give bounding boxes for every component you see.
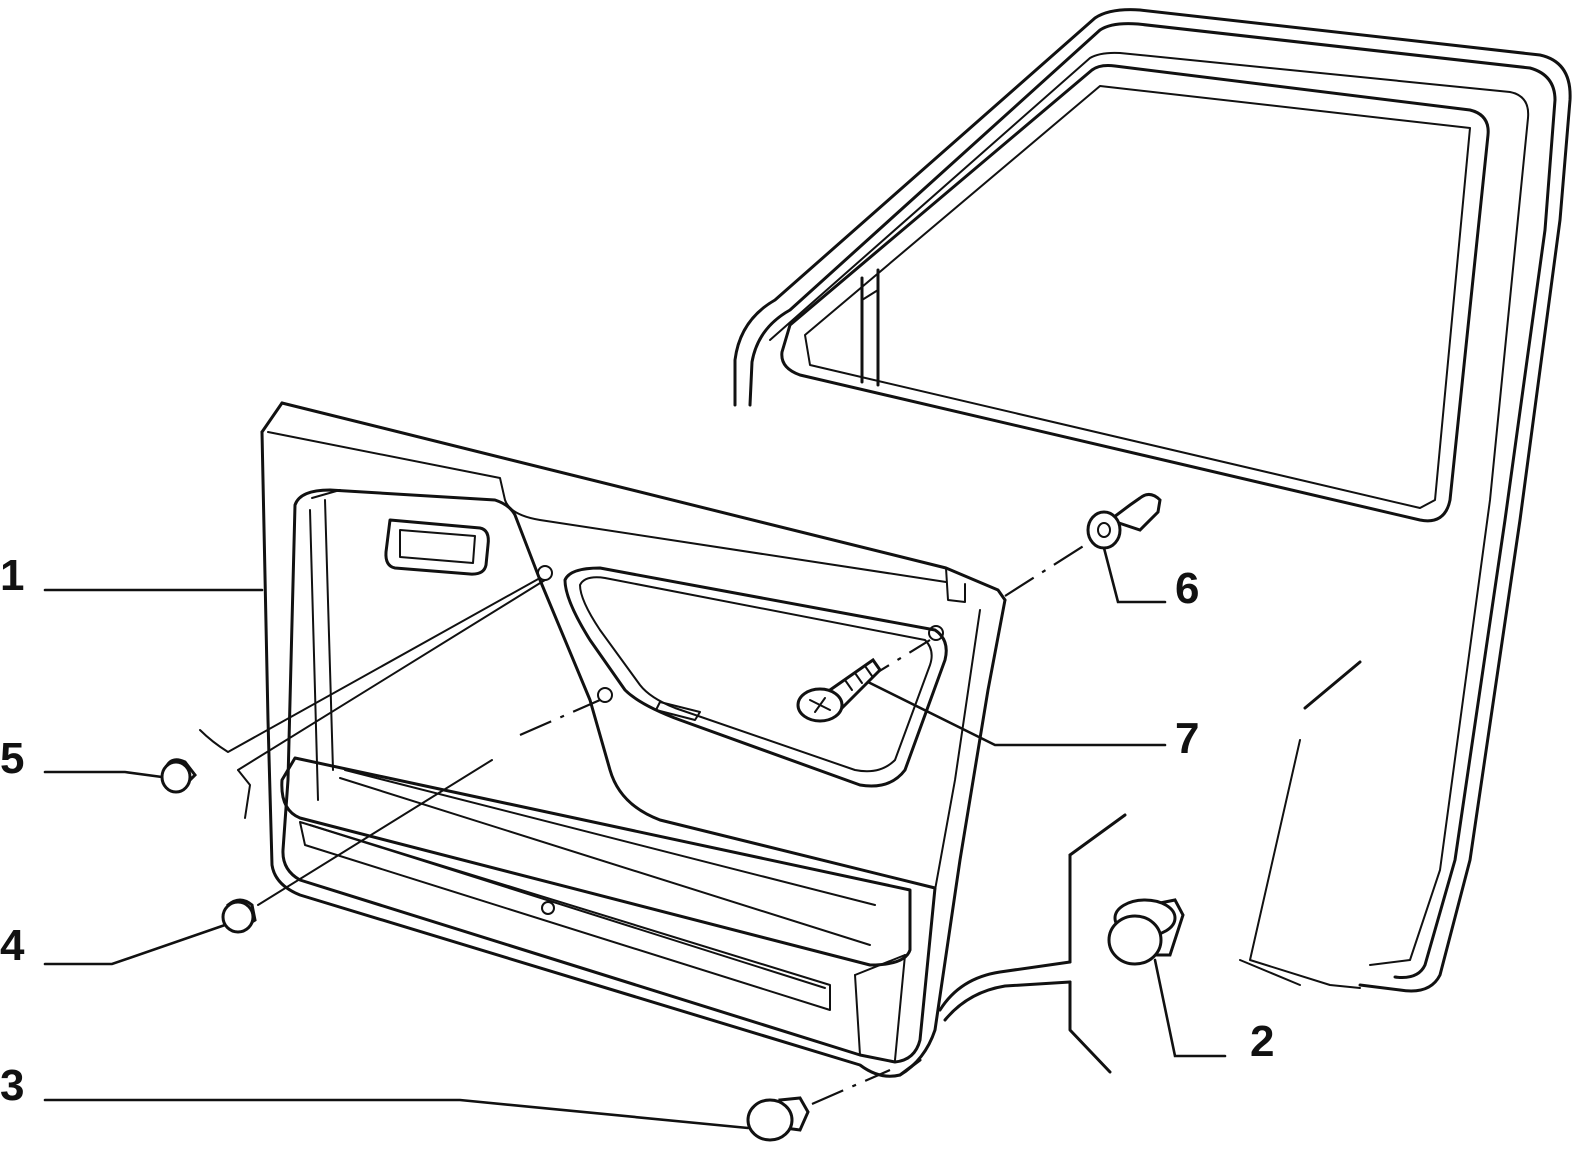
callout-5: 5 [0, 734, 24, 783]
part-2-clip [1107, 898, 1185, 966]
part-3-clip [746, 1096, 810, 1142]
callout-labels: 1 2 3 4 5 6 7 [0, 551, 1274, 1110]
callout-1: 1 [0, 551, 24, 600]
door-frame [733, 8, 1572, 993]
leader-lines [43, 546, 1227, 1130]
part-7-screw [796, 657, 882, 723]
wiring-harness [938, 813, 1127, 1074]
callout-2: 2 [1250, 1017, 1274, 1066]
callout-4: 4 [0, 921, 25, 970]
callout-6: 6 [1175, 564, 1199, 613]
callout-3: 3 [0, 1061, 24, 1110]
part-4-plug [221, 898, 257, 934]
callout-7: 7 [1175, 714, 1199, 763]
door-trim-panel [260, 401, 1007, 1078]
part-5-plug [160, 758, 197, 794]
part-6-screw-washer [1086, 493, 1162, 550]
